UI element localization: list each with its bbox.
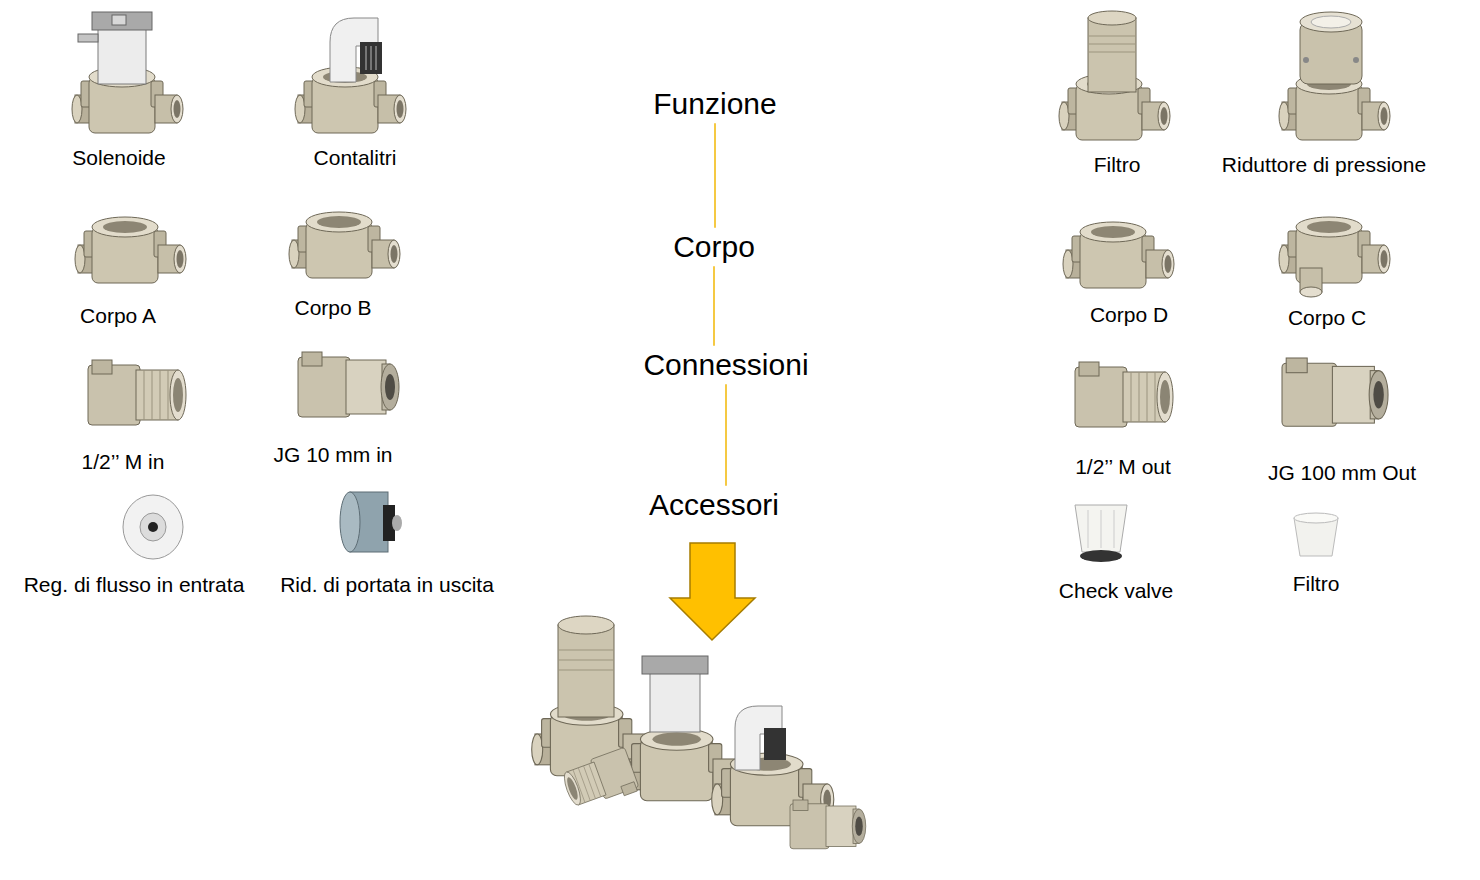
reducer-insert-nub xyxy=(392,515,402,531)
assembly-fitting xyxy=(560,747,640,813)
assembly-plate xyxy=(642,656,708,674)
part-label: JG 100 mm Out xyxy=(1268,461,1416,485)
part-label: Rid. di portata in uscita xyxy=(280,573,494,597)
part-label: Filtro xyxy=(1293,572,1340,596)
solenoid-label xyxy=(112,15,126,25)
check-valve-cage xyxy=(1075,505,1127,552)
flow-regulator-hole xyxy=(148,522,158,532)
part-label: Reg. di flusso in entrata xyxy=(24,573,245,597)
part-label: Check valve xyxy=(1059,579,1173,603)
level-connector xyxy=(725,384,727,486)
reducer-cup xyxy=(1311,16,1351,28)
part-label: Corpo A xyxy=(80,304,156,328)
solenoid-coil xyxy=(98,28,146,84)
filter-housing xyxy=(1088,18,1136,92)
level-node: Accessori xyxy=(643,486,785,525)
solenoid-plate xyxy=(92,12,152,30)
assembly-filter xyxy=(558,625,614,717)
body-a xyxy=(75,217,186,283)
level-node: Connessioni xyxy=(637,346,814,385)
filter-screen-rim xyxy=(1294,513,1338,523)
part-label: Corpo B xyxy=(294,296,371,320)
assembly-filter-cap xyxy=(558,616,614,634)
body-d xyxy=(1063,222,1174,288)
filter-ribs xyxy=(1088,36,1136,52)
body-b xyxy=(289,212,400,278)
level-title: Connessioni xyxy=(643,348,808,383)
level-title: Funzione xyxy=(653,87,776,122)
assembly-filter-ribs xyxy=(558,650,614,670)
jg-out-fitting xyxy=(1282,358,1388,426)
jg-in-fitting xyxy=(298,352,399,417)
level-connector xyxy=(713,266,715,346)
screw xyxy=(1353,57,1359,63)
part-label: Corpo D xyxy=(1090,303,1168,327)
down-arrow xyxy=(670,543,755,640)
level-title: Corpo xyxy=(673,230,755,265)
level-node: Corpo xyxy=(667,228,761,267)
level-node: Funzione xyxy=(647,85,782,124)
flow-regulator-hub xyxy=(140,513,166,541)
part-label: Solenoide xyxy=(72,146,165,170)
male-in-fitting xyxy=(88,360,186,425)
reducer-top xyxy=(1300,12,1362,32)
assembly-coil xyxy=(650,670,700,732)
tee-end xyxy=(1300,287,1322,297)
screw xyxy=(1303,57,1309,63)
assembly-meter-connector xyxy=(764,728,786,760)
flowmeter-connector xyxy=(360,42,382,74)
part-label: Filtro xyxy=(1094,153,1141,177)
body-c xyxy=(1279,217,1390,283)
solenoid-terminal xyxy=(78,34,98,42)
check-valve-ribs xyxy=(1088,510,1114,548)
assembly-fitting xyxy=(790,800,866,849)
reducer-insert-end xyxy=(340,492,360,552)
part-label: Riduttore di pressione xyxy=(1222,153,1426,177)
flow-regulator-disk xyxy=(123,495,183,559)
filter-cap xyxy=(1088,11,1136,25)
connector-pins xyxy=(366,46,376,70)
filter-screen xyxy=(1294,518,1338,556)
level-connector xyxy=(714,123,716,228)
part-label: 1/2’’ M out xyxy=(1075,455,1171,479)
level-title: Accessori xyxy=(649,488,779,523)
male-out-fitting xyxy=(1075,362,1173,427)
part-label: JG 10 mm in xyxy=(273,443,392,467)
part-label: Corpo C xyxy=(1288,306,1366,330)
part-label: Contalitri xyxy=(314,146,397,170)
part-label: 1/2’’ M in xyxy=(82,450,165,474)
check-valve-seal xyxy=(1080,550,1122,562)
